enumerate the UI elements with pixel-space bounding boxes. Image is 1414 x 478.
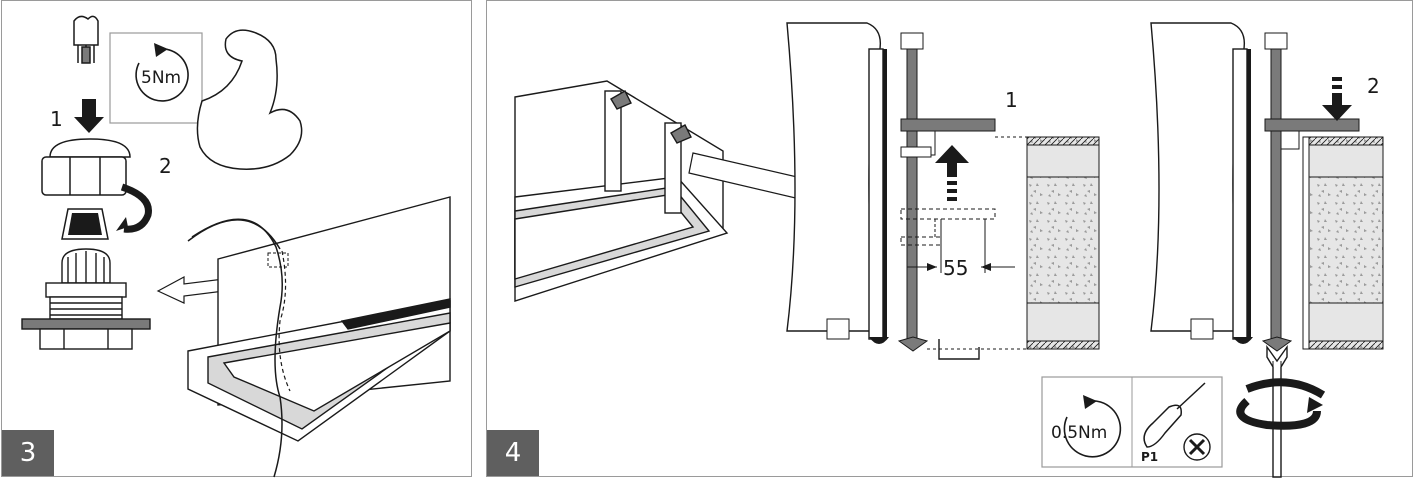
step-4-panel: 55 1 2 — [486, 0, 1413, 478]
torque-label: 5Nm — [141, 68, 181, 88]
muscle-arm-icon — [196, 29, 303, 170]
step-3-panel: 1 5Nm 2 — [1, 0, 472, 478]
step-number-badge: 3 — [2, 430, 54, 476]
step-4-illustration: 55 1 2 — [514, 22, 1384, 478]
screwdriver-icon — [1143, 382, 1206, 448]
torque-label: 0.5Nm — [1051, 423, 1107, 443]
rotate-icon — [1236, 398, 1321, 430]
tool-label: P1 — [1141, 450, 1158, 464]
section-before: 55 1 — [786, 22, 1100, 360]
section-after: 2 — [1150, 22, 1384, 478]
callout-2: 2 — [1367, 74, 1380, 98]
step-3-illustration: 1 5Nm 2 — [21, 15, 451, 478]
down-arrow-icon — [74, 99, 104, 133]
callout-1: 1 — [1005, 88, 1018, 112]
dimension-label: 55 — [943, 256, 968, 280]
down-arrow-icon — [1322, 93, 1352, 121]
callout-2: 2 — [159, 154, 172, 178]
torque-tool-box: 0.5Nm P1 — [1041, 376, 1223, 468]
cable-gland — [21, 248, 151, 350]
phillips-icon — [1183, 433, 1211, 461]
rotate-icon — [120, 183, 152, 233]
torque-icon: 0.5Nm — [1051, 395, 1122, 458]
step-number-badge: 4 — [487, 430, 539, 476]
up-arrow-icon — [935, 145, 969, 177]
callout-1: 1 — [50, 107, 63, 131]
gland-nut — [41, 138, 131, 196]
cable-icon — [73, 15, 99, 64]
luminaire-housing — [187, 196, 451, 442]
luminaire-perspective — [514, 80, 729, 302]
torque-icon: 5Nm — [109, 32, 203, 124]
